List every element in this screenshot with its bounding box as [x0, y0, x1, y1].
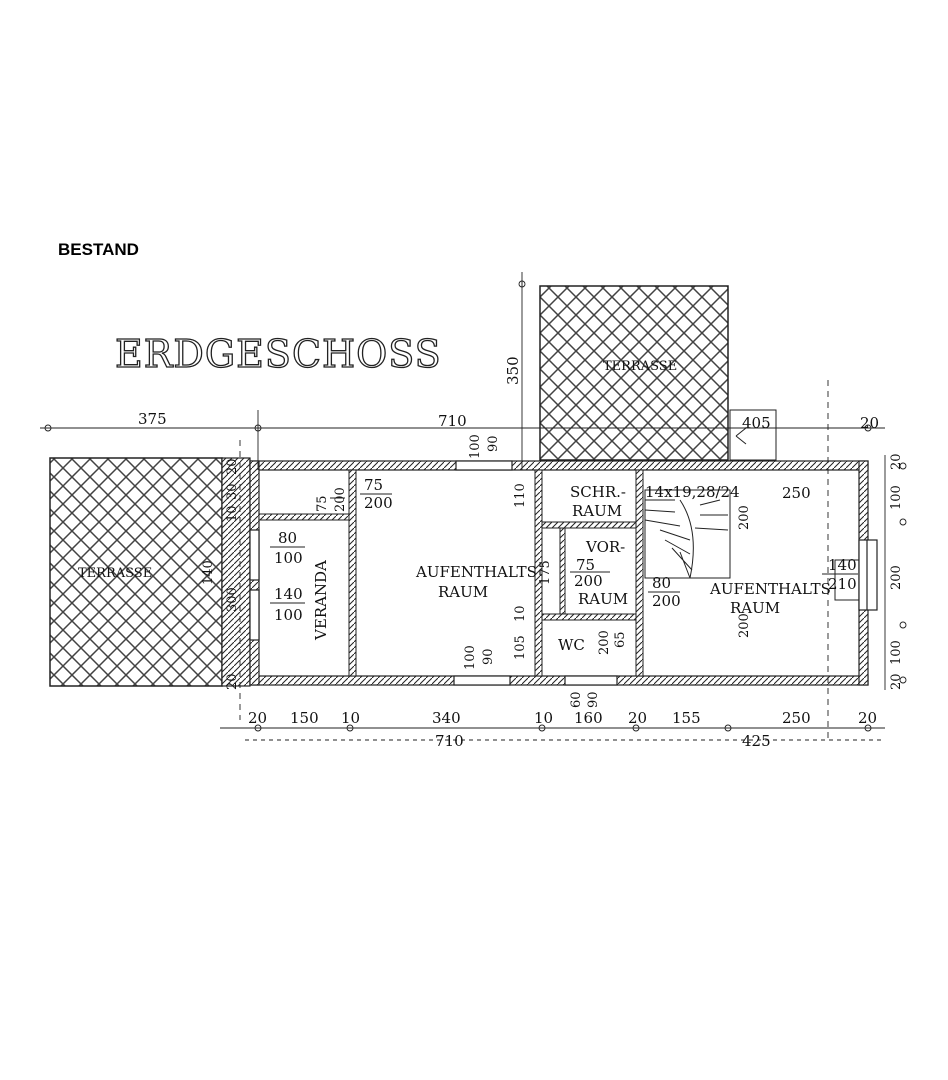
dim-b20c: 20	[858, 709, 877, 727]
dim-l10: 10	[225, 505, 240, 522]
open-w4-bot: 100	[274, 606, 303, 624]
dim-r20a: 20	[889, 453, 904, 470]
dim-b20a: 20	[248, 709, 267, 727]
open-d200a: 200	[737, 505, 752, 530]
room-schrank-line1: SCHR.-	[570, 483, 626, 501]
windows	[249, 460, 878, 686]
plan-title: ERDGESCHOSS	[115, 332, 442, 376]
open-w3-bot: 100	[274, 549, 303, 567]
open-d10: 10	[513, 605, 528, 622]
dim-total-425: 425	[742, 732, 771, 750]
open-d110: 110	[513, 483, 528, 508]
dim-l20b: 20	[225, 673, 240, 690]
open-w2-top: 75	[364, 476, 383, 494]
open-w3-top: 80	[278, 529, 297, 547]
interior-walls	[258, 469, 644, 677]
open-d80-bot: 200	[652, 592, 681, 610]
open-w2-bot: 200	[364, 494, 393, 512]
dim-20-top: 20	[860, 414, 879, 432]
dim-b250: 250	[782, 709, 811, 727]
room-vor-line1: VOR-	[585, 538, 625, 556]
open-wc-bot-a: 60	[569, 691, 584, 708]
open-w1-top: 75	[315, 495, 330, 512]
dim-l20a: 20	[225, 458, 240, 475]
open-wc-b: 65	[613, 631, 628, 648]
dim-r100a: 100	[889, 485, 904, 510]
open-d140-top: 140	[828, 556, 857, 574]
dim-r200: 200	[889, 565, 904, 590]
room-wc: WC	[558, 636, 585, 654]
dimension-lines	[40, 272, 907, 741]
open-w5-a: 100	[468, 434, 483, 459]
open-w4-top: 140	[274, 585, 303, 603]
open-w6-a: 100	[463, 645, 478, 670]
open-d250: 250	[782, 484, 811, 502]
open-w5-b: 90	[486, 435, 501, 452]
terrace-left-label: TERRASSE	[78, 566, 152, 581]
open-wc-a: 200	[597, 630, 612, 655]
open-d175: 175	[538, 560, 553, 585]
open-vor-bot: 200	[574, 572, 603, 590]
dim-b20b: 20	[628, 709, 647, 727]
open-w6-b: 90	[481, 648, 496, 665]
room-vor-line2: RAUM	[578, 590, 628, 608]
dim-350: 350	[504, 356, 522, 385]
room-aufenthalt-1-line1: AUFENTHALTS	[415, 563, 537, 581]
stair-spec: 14x19,28/24	[645, 483, 740, 501]
dim-r20b: 20	[889, 673, 904, 690]
dim-l30: 30	[225, 483, 240, 500]
dim-r100b: 100	[889, 640, 904, 665]
open-d200b: 200	[737, 613, 752, 638]
open-wc-bot-b: 90	[586, 691, 601, 708]
dim-405: 405	[742, 414, 771, 432]
open-d80-top: 80	[652, 574, 671, 592]
dim-b10a: 10	[341, 709, 360, 727]
dim-b340: 340	[432, 709, 461, 727]
entrance-stub	[729, 409, 777, 461]
staircase	[644, 489, 731, 579]
left-wall	[221, 457, 251, 687]
room-aufenthalt-2-line2: RAUM	[730, 599, 780, 617]
room-aufenthalt-2-line1: AUFENTHALTS	[709, 580, 831, 598]
room-schrank-line2: RAUM	[572, 502, 622, 520]
dim-b150: 150	[290, 709, 319, 727]
dim-b10b: 10	[534, 709, 553, 727]
open-w1-bot: 200	[333, 487, 348, 512]
open-vor-top: 75	[576, 556, 595, 574]
dim-375: 375	[138, 410, 167, 428]
dim-l300: 300	[225, 587, 240, 612]
dim-total-710: 710	[435, 732, 464, 750]
room-aufenthalt-1-line2: RAUM	[438, 583, 488, 601]
terrace-top: TERRASSE	[539, 285, 729, 461]
terrace-top-label: TERRASSE	[603, 359, 677, 374]
terrace-left: TERRASSE	[49, 457, 223, 687]
open-d140-bot: 210	[828, 575, 857, 593]
open-d105: 105	[513, 635, 528, 660]
dim-b160: 160	[574, 709, 603, 727]
room-veranda: VERANDA	[312, 560, 330, 641]
dim-b155: 155	[672, 709, 701, 727]
dim-710-top: 710	[438, 412, 467, 430]
door-swing	[834, 559, 859, 601]
opening-labels: 75 200 75 200 80 100 140 100 100 90 100 …	[270, 434, 858, 708]
page-label-bestand: BESTAND	[58, 240, 139, 259]
dim-l140: 140	[201, 560, 216, 585]
